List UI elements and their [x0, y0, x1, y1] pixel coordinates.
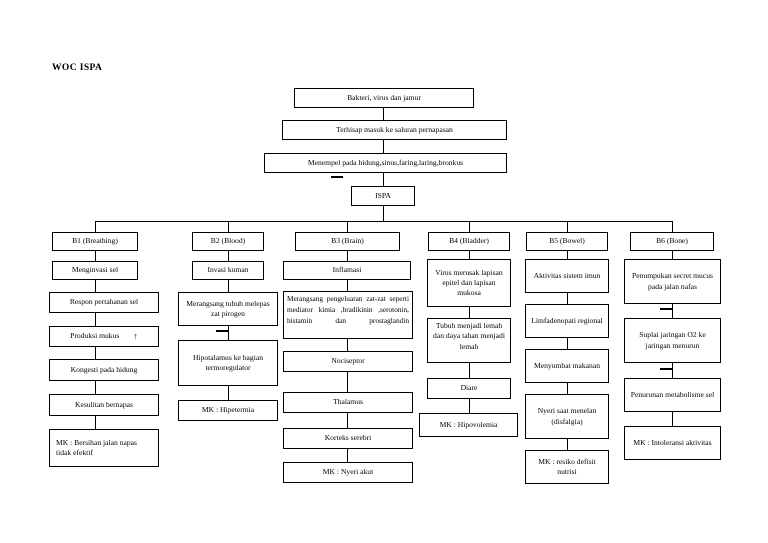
connector-bus-to-b1 — [95, 221, 97, 232]
connector-b1-2 — [95, 313, 97, 326]
node-bakteri-virus-jamur: Bakteri, virus dan jamur — [294, 88, 474, 108]
connector-bus-to-b5 — [567, 221, 569, 232]
connector-b6-1 — [672, 304, 674, 318]
connector-b2-3 — [228, 386, 230, 400]
connector-b1-0 — [95, 251, 97, 261]
node-b5-menyumbat-makanan: Menyumbat makanan — [525, 349, 609, 383]
node-b3-korteks-serebri: Korteks serebri — [283, 428, 413, 449]
connector-b1-4 — [95, 381, 97, 394]
connector-b1-3 — [95, 347, 97, 359]
connector-attach-to-ispa — [383, 173, 385, 186]
connector-b3-3 — [347, 372, 349, 392]
node-b4-tubuh-lemah: Tubuh menjadi lemah dan daya tahan menja… — [427, 318, 511, 363]
up-arrow-icon: ↑ — [133, 331, 138, 341]
node-b4-diare: Diare — [427, 378, 511, 399]
connector-b4-3 — [469, 399, 471, 413]
column-header-b2: B2 (Blood) — [192, 232, 264, 251]
node-b4-virus-merusak-epitel: Virus merusak lapisan epitel dan lapisan… — [427, 259, 511, 307]
connector-b5-2 — [567, 338, 569, 349]
node-menempel-hidung-sinus: Menempel pada hidung,sinus,faring,laring… — [264, 153, 507, 173]
connector-cause-to-inhaled — [383, 108, 385, 120]
node-b1-produksi-mukus: Produksi mukus ↑ — [49, 326, 159, 347]
node-b1-kesulitan-bernapas: Kesulitan bernapas — [49, 394, 159, 416]
node-b1-menginvasi-sel: Menginvasi sel — [52, 261, 138, 280]
node-terhisap-saluran-pernapasan: Terhisap masuk ke saluran pernapasan — [282, 120, 507, 140]
connector-b3-4 — [347, 413, 349, 428]
connector-b1-5 — [95, 416, 97, 429]
connector-b6-0 — [672, 251, 674, 259]
column-header-b3: B3 (Brain) — [295, 232, 400, 251]
connector-b1-1 — [95, 280, 97, 292]
node-b5-nyeri-saat-menelan: Nyeri saat menelan (disfalgia) — [525, 394, 609, 439]
connector-b4-1 — [469, 307, 471, 318]
node-b1-kongesti-hidung: Kongesti pada hidung — [49, 359, 159, 381]
connector-b5-3 — [567, 383, 569, 394]
node-b3-mediator-kimia: Merangsang pengeluaran zat-zat seperti m… — [283, 291, 413, 339]
connector-b3-0 — [347, 251, 349, 261]
connector-b6-stub-2 — [660, 368, 672, 370]
connector-b3-2 — [347, 339, 349, 351]
node-b6-mk-intoleransi-aktivitas: MK : Intoleransi aktivitas — [624, 426, 721, 460]
connector-bus-to-b2 — [228, 221, 230, 232]
node-b6-suplai-jaringan-o2: Suplai jaringan O2 ke jaringan menurun — [624, 318, 721, 363]
connector-bus-to-b4 — [469, 221, 471, 232]
connector-b4-0 — [469, 251, 471, 259]
connector-b6-3 — [672, 412, 674, 426]
node-b4-mk-hipovolemia: MK : Hipovolemia — [419, 413, 518, 437]
connector-b6-stub-1 — [660, 308, 672, 310]
node-b3-mk-nyeri-akut: MK : Nyeri akut — [283, 462, 413, 483]
connector-b3-1 — [347, 280, 349, 291]
node-b2-invasi-kuman: Invasi kuman — [192, 261, 264, 280]
connector-b6-2 — [672, 363, 674, 378]
node-b6-penumpukan-secret-mucus: Penumpukan secret mucus pada jalan nafas — [624, 259, 721, 304]
column-header-b1: B1 (Breathing) — [52, 232, 138, 251]
node-ispa: ISPA — [351, 186, 415, 206]
connector-bus-horizontal — [95, 221, 673, 223]
connector-inhaled-to-attach — [383, 140, 385, 153]
connector-attach-stub — [331, 176, 343, 178]
column-header-b4: B4 (Bladder) — [428, 232, 510, 251]
node-b2-merangsang-pirogen: Merangsang tubuh melepas zat pirogen — [178, 292, 278, 326]
node-b6-penurunan-metabolisme-sel: Penurunan metabolisme sel — [624, 378, 721, 412]
connector-bus-to-b6 — [672, 221, 674, 232]
node-b5-mk-resiko-defisit-nutrisi: MK : resiko defisit nutrisi — [525, 450, 609, 484]
connector-b5-1 — [567, 293, 569, 304]
node-b1-produksi-mukus-label: Produksi mukus — [70, 331, 120, 341]
column-header-b6: B6 (Bone) — [630, 232, 714, 251]
connector-b2-1 — [228, 280, 230, 292]
page-title: WOC ISPA — [52, 63, 103, 73]
node-b2-hipotalamus-termoregulator: Hipotalamus ke bagian termoregulator — [178, 340, 278, 386]
connector-b2-2 — [228, 326, 230, 340]
connector-b3-5 — [347, 449, 349, 462]
column-header-b5: B5 (Bowel) — [526, 232, 608, 251]
node-b1-respon-pertahanan-sel: Respon pertahanan sel — [49, 292, 159, 313]
connector-b2-stub — [216, 330, 228, 332]
node-b3-thalamus: Thalamus — [283, 392, 413, 413]
connector-ispa-to-bus — [383, 206, 385, 222]
node-b1-mk-bersihan-jalan-napas: MK : Bersihan jalan napas tidak efektif — [49, 429, 159, 467]
connector-b2-0 — [228, 251, 230, 261]
connector-b5-0 — [567, 251, 569, 259]
node-b5-limfadenopati-regional: Limfadenopati regional — [525, 304, 609, 338]
connector-bus-to-b3 — [347, 221, 349, 232]
node-b3-nociseptor: Nociseptor — [283, 351, 413, 372]
connector-b4-2 — [469, 363, 471, 378]
node-b5-aktivitas-sistem-imun: Aktivitas sistem imun — [525, 259, 609, 293]
connector-b5-4 — [567, 439, 569, 450]
node-b2-mk-hipetermia: MK : Hipetermia — [178, 400, 278, 421]
node-b3-inflamasi: Inflamasi — [283, 261, 411, 280]
